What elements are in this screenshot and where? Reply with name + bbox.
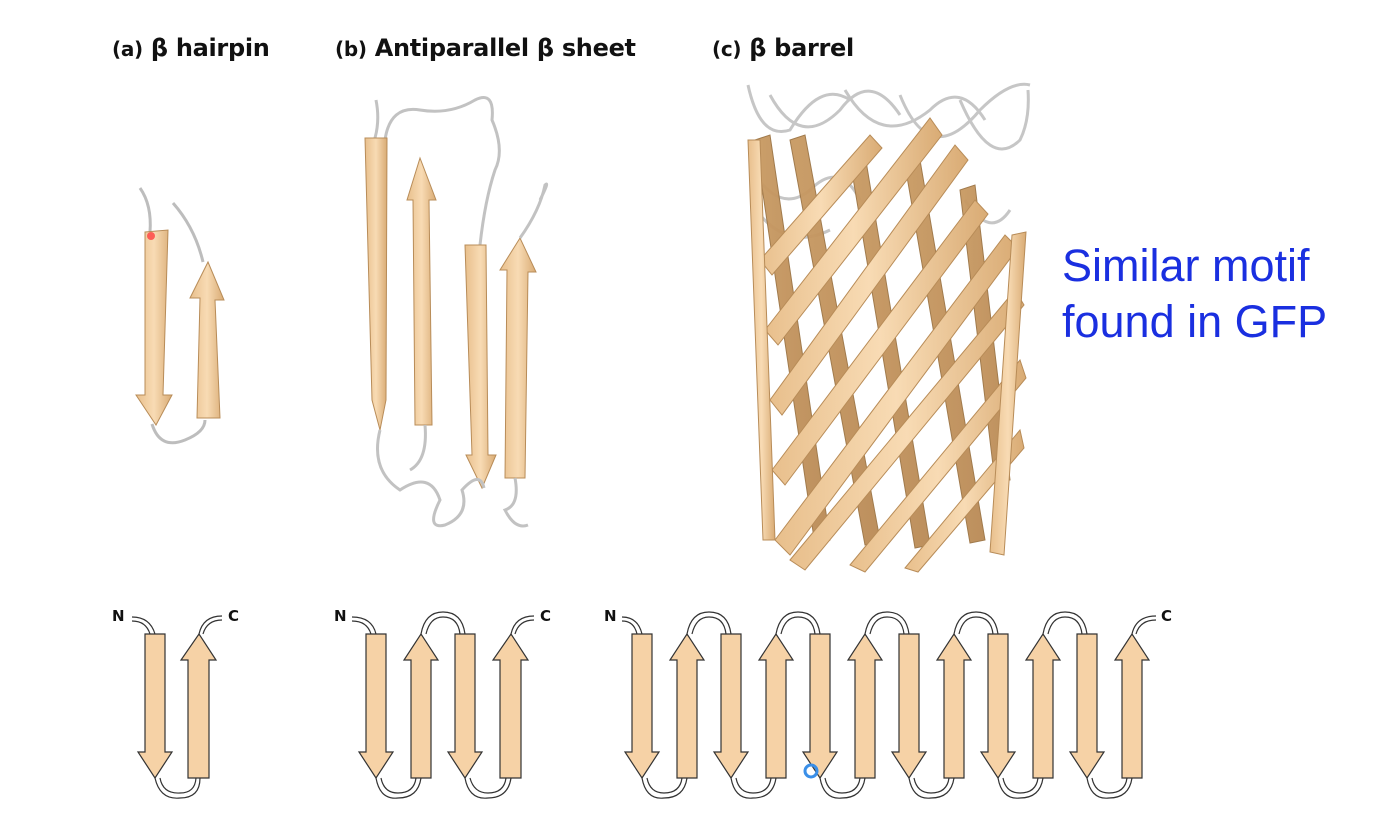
barrel-c-label: C [1161,607,1172,625]
antiparallel-sheet-ribbon [364,96,549,528]
annotation-line-1: Similar motif [1062,240,1310,291]
panel-b-tag: (b) [335,37,367,61]
panel-a-tag: (a) [112,37,143,61]
gfp-annotation: Similar motif found in GFP [1062,238,1327,350]
hairpin-n-label: N [112,607,125,625]
sheet-c-label: C [540,607,551,625]
panel-b-label: Antiparallel β sheet [374,34,636,62]
annotation-line-2: found in GFP [1062,296,1328,347]
panel-c-label: β barrel [749,34,854,62]
panel-c-tag: (c) [712,37,742,61]
panel-c-title: (c) β barrel [712,34,854,62]
cursor-ring-icon [803,763,819,779]
sheet-n-label: N [334,607,347,625]
barrel-n-label: N [604,607,617,625]
barrel-topology: N C [604,607,1172,799]
panel-a-label: β hairpin [150,34,270,62]
hairpin-topology: N C [112,607,239,799]
sheet-topology: N C [334,607,551,799]
topology-diagrams: N C N C [112,607,1172,799]
barrel-ribbon [746,82,1031,573]
panel-a-title: (a) β hairpin [112,34,270,62]
panel-b-title: (b) Antiparallel β sheet [335,34,636,62]
hairpin-c-label: C [228,607,239,625]
hairpin-ribbon [135,187,225,445]
cursor-dot-icon [147,232,155,240]
